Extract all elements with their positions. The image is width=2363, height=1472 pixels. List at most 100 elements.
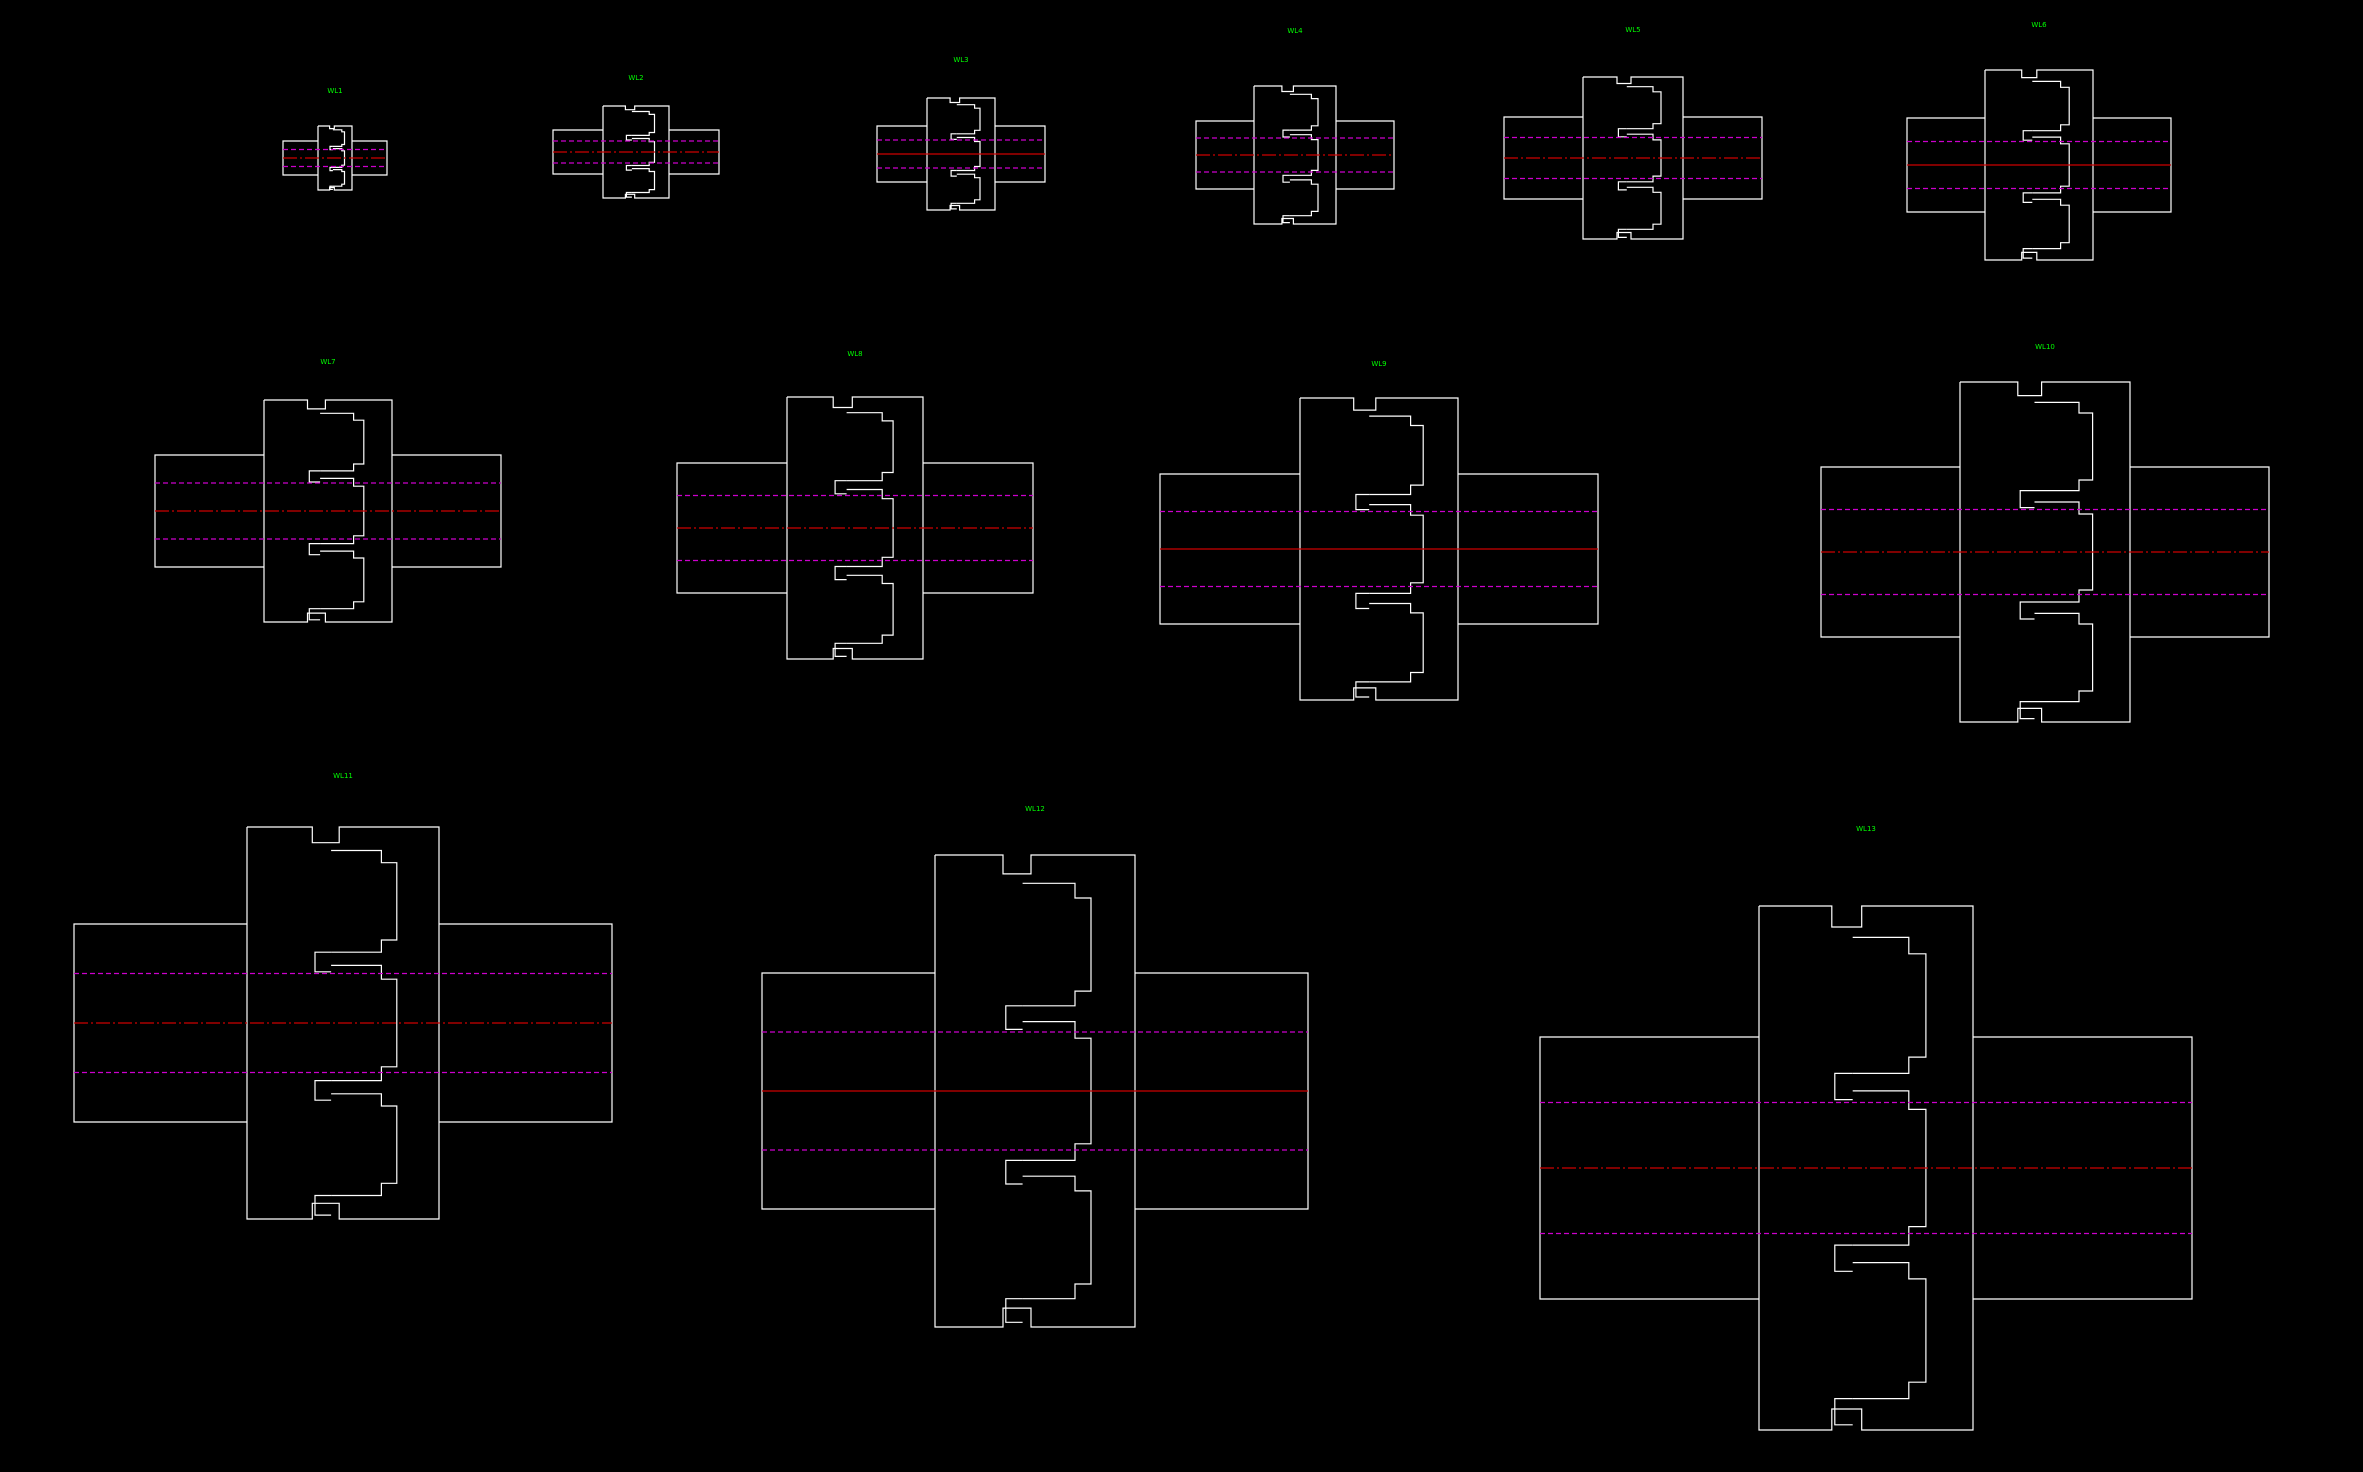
jaw-tooth-2 — [331, 964, 398, 1082]
coupling-p10: WL10 — [1820, 343, 2270, 723]
jaw-step-2 — [1355, 592, 1370, 610]
jaw-step-2 — [1282, 174, 1290, 183]
hub-body-outline — [263, 399, 393, 623]
coupling-p7: WL7 — [154, 358, 502, 623]
jaw-step-3 — [2019, 700, 2035, 720]
jaw-tooth-1 — [1022, 882, 1092, 1007]
jaw-step-3 — [314, 1194, 332, 1216]
jaw-tooth-1 — [2032, 80, 2070, 132]
jaw-tooth-3 — [1022, 1175, 1092, 1300]
hub-body-outline — [1582, 76, 1684, 240]
jaw-step-1 — [314, 951, 332, 973]
jaw-step-2 — [1005, 1159, 1023, 1185]
jaw-step-2 — [314, 1079, 332, 1101]
jaw-step-2 — [1617, 181, 1627, 191]
jaw-step-3 — [1005, 1298, 1023, 1323]
jaw-step-2 — [308, 542, 321, 556]
hub-body-outline — [1984, 69, 2094, 261]
jaw-tooth-1 — [631, 110, 656, 136]
jaw-tooth-3 — [956, 173, 981, 204]
part-label: WL2 — [628, 74, 643, 82]
jaw-step-3 — [950, 202, 957, 210]
part-label: WL5 — [1625, 26, 1640, 34]
jaw-tooth-1 — [332, 129, 346, 147]
jaw-tooth-1 — [1369, 415, 1424, 496]
hub-body-outline — [926, 97, 996, 211]
coupling-p1: WL1 — [282, 87, 388, 191]
right-shaft-outline — [1683, 116, 1763, 200]
part-label: WL3 — [953, 56, 968, 64]
jaw-step-1 — [1282, 129, 1290, 138]
hub-body-outline — [1253, 85, 1337, 225]
jaw-step-1 — [1834, 1072, 1853, 1101]
jaw-tooth-3 — [331, 1093, 398, 1197]
coupling-p6: WL6 — [1906, 21, 2172, 261]
jaw-step-3 — [834, 642, 847, 658]
jaw-tooth-3 — [1852, 1261, 1927, 1400]
jaw-step-2 — [2022, 192, 2033, 203]
jaw-step-1 — [2022, 130, 2033, 141]
jaw-step-3 — [1355, 681, 1370, 698]
hub-body-outline — [934, 854, 1136, 1328]
hub-body-outline — [602, 105, 670, 199]
hub-body-outline — [1959, 381, 2131, 723]
jaw-step-2 — [1834, 1244, 1853, 1272]
jaw-tooth-3 — [631, 168, 656, 194]
jaw-tooth-1 — [846, 412, 894, 482]
jaw-step-2 — [834, 565, 847, 581]
jaw-step-3 — [625, 191, 632, 198]
jaw-tooth-3 — [1369, 602, 1424, 683]
part-label: WL6 — [2031, 21, 2047, 29]
part-label: WL7 — [320, 358, 335, 366]
coupling-p9: WL9 — [1159, 360, 1599, 701]
jaw-tooth-3 — [332, 169, 346, 187]
jaw-step-1 — [308, 470, 321, 483]
coupling-p2: WL2 — [552, 74, 720, 199]
jaw-step-1 — [834, 480, 847, 495]
jaw-step-2 — [2019, 601, 2035, 620]
coupling-p5: WL5 — [1503, 26, 1763, 240]
jaw-tooth-1 — [1289, 93, 1319, 131]
coupling-p12: WL12 — [761, 805, 1309, 1328]
coupling-p11: WL11 — [73, 772, 613, 1220]
coupling-p4: WL4 — [1195, 27, 1395, 225]
hub-body-outline — [1758, 905, 1974, 1431]
hub-body-outline — [786, 396, 924, 660]
jaw-step-3 — [308, 608, 321, 621]
part-label: WL8 — [847, 350, 862, 358]
jaw-step-1 — [1617, 128, 1627, 138]
jaw-step-3 — [1282, 215, 1290, 224]
right-shaft-outline — [352, 140, 388, 176]
jaw-tooth-1 — [956, 104, 981, 135]
jaw-step-3 — [1834, 1397, 1853, 1426]
jaw-step-3 — [329, 185, 333, 190]
jaw-step-1 — [1355, 493, 1370, 511]
part-label: WL13 — [1856, 825, 1876, 833]
jaw-tooth-1 — [320, 412, 365, 472]
jaw-tooth-1 — [2034, 401, 2094, 492]
part-label: WL11 — [333, 772, 353, 780]
jaw-tooth-1 — [331, 849, 398, 953]
jaw-tooth-3 — [320, 550, 365, 610]
coupling-p13: WL13 — [1539, 825, 2193, 1431]
jaw-step-3 — [2022, 248, 2033, 259]
part-label: WL1 — [327, 87, 342, 95]
part-label: WL4 — [1287, 27, 1303, 35]
jaw-tooth-3 — [1626, 186, 1662, 230]
jaw-step-1 — [1005, 1005, 1023, 1031]
jaw-step-1 — [625, 134, 632, 141]
hub-body-outline — [246, 826, 440, 1220]
jaw-tooth-3 — [1289, 179, 1319, 217]
jaw-tooth-1 — [1626, 86, 1662, 130]
part-label: WL10 — [2035, 343, 2055, 351]
jaw-tooth-3 — [846, 574, 894, 644]
jaw-step-2 — [329, 166, 333, 172]
jaw-step-3 — [1617, 228, 1627, 238]
jaw-step-2 — [950, 169, 957, 177]
part-label: WL12 — [1025, 805, 1045, 813]
jaw-tooth-3 — [2032, 198, 2070, 250]
right-shaft-outline — [1336, 120, 1395, 190]
jaw-tooth-3 — [2034, 612, 2094, 703]
